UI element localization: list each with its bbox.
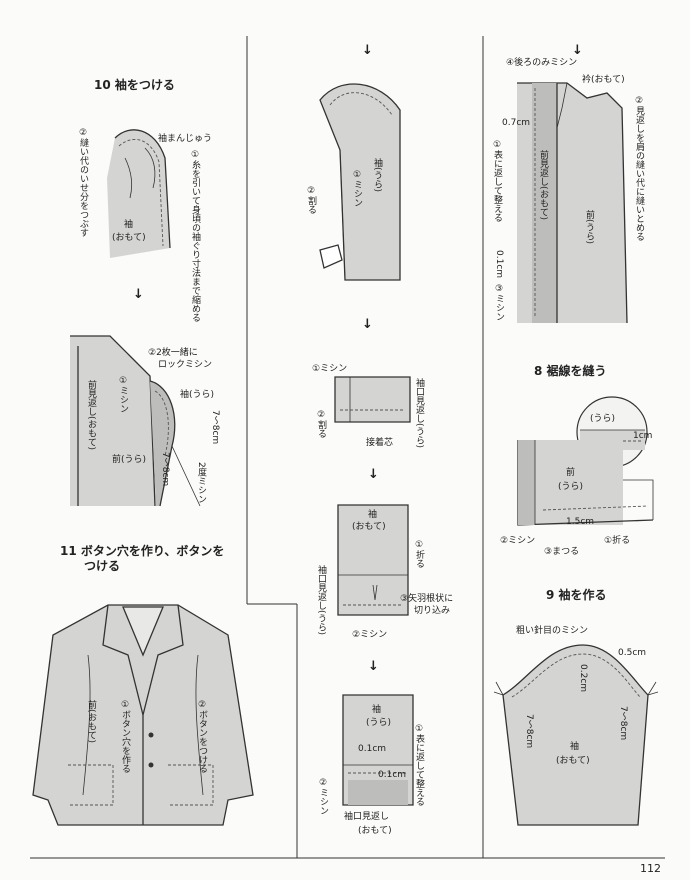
down-arrow-icon: ↓ (133, 287, 144, 302)
sleeve-right-side-label: (おもて) (112, 233, 146, 243)
fold-label: ①折る (414, 540, 424, 568)
stitch-label: ①ミシン (118, 376, 128, 413)
measure-7-8-left: 7～8cm (524, 714, 534, 749)
slip-stitch-label: ③まつる (544, 547, 580, 557)
measure-7-8-upper: 7～8cm (210, 410, 220, 445)
stitch-label: ③ミシン (494, 284, 504, 321)
section-11-title-line2: つける (84, 559, 121, 573)
sleeve-wrong-side-label: 袖(うら) (180, 390, 215, 400)
stitch-label: ①ミシン (352, 170, 362, 207)
sleeve-label: 袖 (368, 510, 378, 520)
sleeve-ease-illustration (107, 129, 171, 258)
ease-instruction: ②縫い代のいせ分をつぶす (78, 128, 88, 237)
serge-label: ロックミシン (158, 360, 213, 370)
sleeve-wrong-label: (うら) (366, 718, 392, 728)
turn-out-instruction: ①表に返して整える (492, 140, 502, 222)
front-wrong-side-label: (うら) (558, 482, 584, 492)
cuff-facing-wrong-label: 袖口見返し(うら) (414, 378, 424, 449)
sleeve-label: 袖 (372, 705, 382, 715)
back-only-stitch-label: ④後ろのみミシン (506, 58, 578, 68)
sleeve-pattern-illustration (493, 644, 659, 826)
page-number: 112 (640, 862, 661, 875)
press-open-label: ②割る (306, 186, 316, 214)
sleeve-seam-illustration (319, 83, 401, 281)
front-facing-label: 前見返し(おもて) (86, 380, 96, 451)
section-10-title: 10 袖をつける (94, 78, 175, 92)
down-arrow-icon: ↓ (368, 659, 379, 674)
measure-1-5cm: 1.5cm (566, 517, 595, 527)
stitch-label: ①ミシン (312, 364, 348, 374)
front-right-side-label: 前(おもて) (86, 700, 96, 744)
measure-0-5cm: 0.5cm (618, 648, 647, 658)
double-stitch-label: 2度ミシン (196, 462, 206, 504)
section-9-title: 9 袖を作る (546, 588, 607, 602)
down-arrow-icon: ↓ (362, 43, 373, 58)
sleeve-right-side-label: (おもて) (556, 756, 590, 766)
press-open-label: ②割る (316, 410, 326, 438)
front-label: 前 (566, 468, 576, 478)
clip-instruction-line2: 切り込み (414, 606, 451, 616)
interfacing-label: 接着芯 (366, 438, 394, 448)
jacket-illustration (32, 604, 254, 826)
cuff-facing-right-side-label: (おもて) (358, 826, 392, 836)
sleeve-label: 袖 (570, 742, 580, 752)
measure-0-2cm: 0.2cm (578, 664, 588, 693)
measure-0-1: 0.1cm (358, 744, 387, 754)
cuff-facing-illustration (334, 376, 411, 423)
clip-instruction-line1: ③矢羽根状に (400, 594, 454, 604)
gather-instruction: ①糸を引いて身頃の袖ぐり寸法まで縮める (190, 150, 200, 322)
tack-facing-instruction: ②見返しを肩の縫い代に縫いとめる (634, 96, 644, 241)
sleeve-wrong-label: 袖(うら) (372, 158, 382, 193)
down-arrow-icon: ↓ (572, 43, 583, 58)
buttonhole-instruction: ①ボタン穴を作る (120, 700, 130, 773)
measure-0-1-b: 0.1cm (378, 770, 407, 780)
measure-0-1: 0.1cm (494, 250, 504, 279)
front-wrong-side-label: 前(うら) (112, 455, 147, 465)
cuff-facing-wrong-label: 袖口見返し(うら) (316, 565, 326, 636)
cuff-finished-illustration (342, 694, 414, 806)
sleeve-right-side-label: (おもて) (352, 522, 386, 532)
fold-label: ①折る (604, 536, 631, 546)
serge-together-label: ②2枚一緒に (148, 348, 198, 358)
cuff-facing-label: 袖口見返し (344, 812, 390, 822)
sleeve-ham-label: 袖まんじゅう (158, 134, 213, 144)
front-facing-label: 前見返し(おもて) (538, 150, 548, 221)
sleeve-attach-illustration (70, 335, 201, 507)
down-arrow-icon: ↓ (368, 467, 379, 482)
turn-out-instruction: ①表に返して整える (414, 724, 424, 806)
front-facing-illustration (517, 82, 628, 324)
hem-wrong-side-label: (うら) (590, 414, 616, 424)
long-stitch-label: 粗い針目のミシン (516, 626, 589, 636)
button-instruction: ②ボタンをつける (197, 700, 207, 773)
sleeve-label: 袖 (124, 220, 134, 230)
measure-7-8-right: 7～8cm (618, 706, 628, 741)
cuff-fold-illustration (337, 504, 409, 616)
hem-illustration (517, 440, 654, 526)
measure-7-8-lower: 7～8cm (160, 452, 170, 487)
section-11-title-line1: 11 ボタン穴を作り、ボタンを (60, 544, 225, 558)
measure-0-7: 0.7cm (502, 118, 531, 128)
stitch-label: ②ミシン (500, 536, 536, 546)
measure-1cm: 1cm (633, 431, 653, 441)
stitch-label: ②ミシン (318, 778, 328, 815)
down-arrow-icon: ↓ (362, 317, 373, 332)
section-8-title: 8 裾線を縫う (534, 364, 607, 378)
front-wrong-side-label: 前(うら) (584, 210, 594, 245)
stitch-label: ②ミシン (352, 630, 388, 640)
collar-right-side-label: 衿(おもて) (582, 75, 625, 85)
